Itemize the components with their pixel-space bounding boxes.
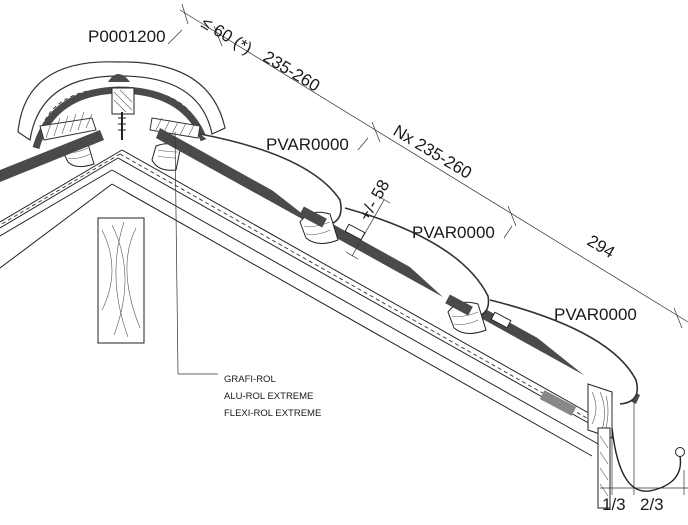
product-leader: [174, 131, 218, 375]
overlap-label: +/- 58: [355, 176, 393, 224]
eave-detail: [539, 383, 688, 509]
tile-code-1-leader: [357, 137, 369, 151]
product-1: GRAFI-ROL: [224, 374, 276, 385]
ridge-code-label: P0001200: [88, 27, 166, 46]
rafter-structure: [0, 149, 611, 457]
repeat-spacing-label: Nx 235-260: [390, 121, 475, 183]
product-2: ALU-ROL EXTREME: [224, 391, 313, 402]
ridge-tile: [0, 61, 226, 182]
tile-code-3: PVAR0000: [554, 305, 637, 324]
dimension-chain: [179, 3, 688, 329]
ridge-code-leader: [167, 29, 183, 45]
tile-code-1: PVAR0000: [266, 135, 349, 154]
first-spacing-label: 235-260: [260, 47, 323, 95]
ridge-gap-label: ≤ 60 (*): [198, 13, 255, 58]
tile-code-2-leader: [503, 225, 513, 239]
tile-code-2: PVAR0000: [412, 223, 495, 242]
eave-spacing-label: 294: [584, 231, 618, 262]
fraction-right: 2/3: [640, 495, 664, 514]
roof-tiles: [156, 128, 640, 405]
ridge-beam: [97, 217, 145, 344]
product-3: FLEXI-ROL EXTREME: [224, 408, 321, 419]
fraction-left: 1/3: [602, 495, 626, 514]
